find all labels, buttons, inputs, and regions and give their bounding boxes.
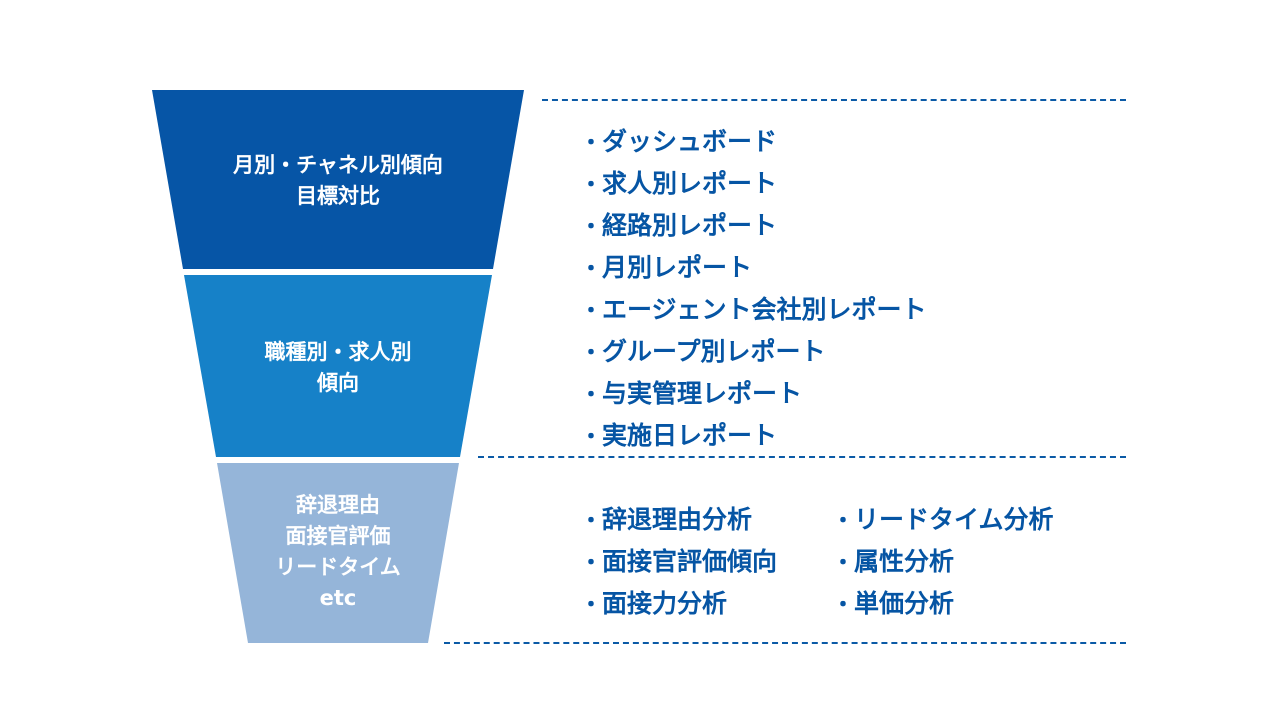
segment-2-line-2: 傾向	[317, 371, 359, 395]
list-item: ・単価分析	[832, 584, 1054, 626]
report-list: ・ダッシュボード ・求人別レポート ・経路別レポート ・月別レポート ・エージェ…	[580, 122, 927, 458]
list-item: ・辞退理由分析	[580, 500, 777, 542]
list-item: ・エージェント会社別レポート	[580, 290, 927, 332]
list-item: ・実施日レポート	[580, 416, 927, 458]
list-item: ・属性分析	[832, 542, 1054, 584]
bullet-icon: ・	[832, 551, 855, 576]
divider-bottom	[444, 642, 1126, 644]
divider-top	[542, 99, 1126, 101]
bullet-icon: ・	[580, 593, 603, 618]
funnel-segment-1-label: 月別・チャネル別傾向 目標対比	[233, 150, 443, 212]
segment-3-line-3: リードタイム	[275, 555, 401, 579]
segment-3-line-4: etc	[319, 586, 357, 610]
bullet-icon: ・	[580, 173, 603, 198]
bullet-icon: ・	[580, 509, 603, 534]
list-item: ・与実管理レポート	[580, 374, 927, 416]
bullet-icon: ・	[832, 509, 855, 534]
funnel-segment-1	[152, 90, 524, 269]
bullet-icon: ・	[580, 341, 603, 366]
divider-middle	[478, 456, 1126, 458]
bullet-icon: ・	[580, 299, 603, 324]
segment-1-line-1: 月別・チャネル別傾向	[233, 153, 443, 177]
segment-3-line-1: 辞退理由	[296, 493, 380, 517]
funnel-segment-2-label: 職種別・求人別 傾向	[265, 337, 412, 399]
bullet-icon: ・	[580, 425, 603, 450]
analysis-list-left: ・辞退理由分析 ・面接官評価傾向 ・面接力分析	[580, 500, 777, 626]
list-item: ・リードタイム分析	[832, 500, 1054, 542]
list-item: ・面接力分析	[580, 584, 777, 626]
analysis-list-right: ・リードタイム分析 ・属性分析 ・単価分析	[832, 500, 1054, 626]
list-item: ・ダッシュボード	[580, 122, 927, 164]
bullet-icon: ・	[580, 383, 603, 408]
bullet-icon: ・	[832, 593, 855, 618]
funnel-segment-3	[217, 463, 459, 643]
bullet-icon: ・	[580, 215, 603, 240]
funnel-segment-3-label: 辞退理由 面接官評価 リードタイム etc	[275, 490, 401, 614]
segment-2-line-1: 職種別・求人別	[264, 340, 412, 364]
bullet-icon: ・	[580, 131, 603, 156]
list-item: ・経路別レポート	[580, 206, 927, 248]
funnel-segment-2	[184, 275, 492, 457]
bullet-icon: ・	[580, 551, 603, 576]
segment-3-line-2: 面接官評価	[285, 524, 391, 548]
list-item: ・面接官評価傾向	[580, 542, 777, 584]
list-item: ・月別レポート	[580, 248, 927, 290]
list-item: ・求人別レポート	[580, 164, 927, 206]
list-item: ・グループ別レポート	[580, 332, 927, 374]
bullet-icon: ・	[580, 257, 603, 282]
segment-1-line-2: 目標対比	[295, 184, 380, 208]
